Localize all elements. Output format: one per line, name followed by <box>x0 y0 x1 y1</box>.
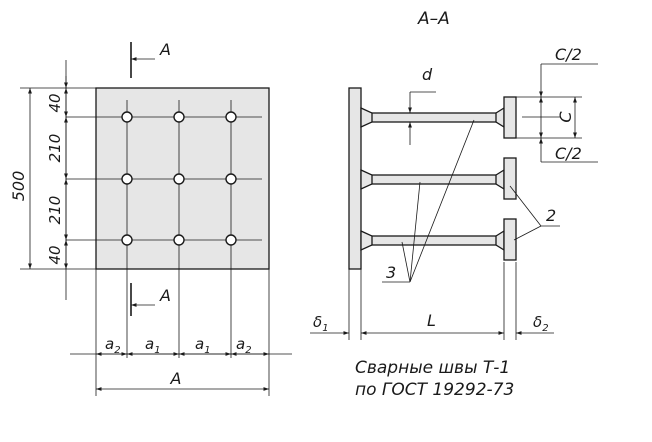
section-title: А–А <box>417 9 450 29</box>
dim-d-label: d <box>422 65 433 84</box>
vertical-dimensions: 500 40 210 210 40 <box>9 60 96 300</box>
dim-a1-left: a1 <box>145 335 161 356</box>
callout-2-label: 2 <box>546 206 556 225</box>
callout-3-label: 3 <box>386 263 396 282</box>
hole <box>173 234 185 246</box>
section-mark-top: А <box>130 40 171 78</box>
hole <box>121 173 133 185</box>
section-view: А–А d <box>310 9 598 400</box>
dim-a2-left: a2 <box>105 335 121 356</box>
dim-delta2: δ2 <box>533 313 549 334</box>
dim-a1-right: a1 <box>195 335 211 356</box>
callout-2: 2 <box>509 185 560 241</box>
dim-length: δ1 L δ2 <box>310 262 554 340</box>
horizontal-dimensions: a2 a1 a1 a2 A <box>70 269 292 396</box>
dim-d: d <box>408 65 436 145</box>
hole <box>173 111 185 123</box>
hole <box>173 173 185 185</box>
section-mark-bottom: А <box>130 283 171 316</box>
dim-40-bottom: 40 <box>46 245 64 264</box>
dim-40-top: 40 <box>46 93 64 112</box>
hole <box>225 173 237 185</box>
dim-210-a: 210 <box>46 134 64 163</box>
plate-front-view: А А 500 40 210 210 40 <box>9 40 292 396</box>
dim-total-height: 500 <box>9 171 28 202</box>
dim-c: C <box>556 111 575 123</box>
section-letter-top: А <box>159 40 171 59</box>
weld-note-line-2: по ГОСТ 19292-73 <box>355 380 514 400</box>
hole <box>225 234 237 246</box>
plate-section <box>348 87 362 270</box>
dim-c: C/2 C C/2 <box>516 45 598 163</box>
dim-210-b: 210 <box>46 196 64 225</box>
callout-3: 3 <box>382 119 475 283</box>
hole <box>225 111 237 123</box>
dim-total-width: A <box>170 369 182 388</box>
hole <box>121 234 133 246</box>
hole <box>121 111 133 123</box>
section-letter-bottom: А <box>159 286 171 305</box>
dim-a2-right: a2 <box>236 335 252 356</box>
anchor-rods <box>360 96 517 261</box>
dim-c-half-top: C/2 <box>555 45 582 64</box>
dim-c-half-bottom: C/2 <box>555 144 582 163</box>
weld-note-line-1: Сварные швы Т-1 <box>355 358 510 378</box>
dim-delta1: δ1 <box>313 313 329 334</box>
dim-length-label: L <box>427 311 436 330</box>
anchor-holes <box>121 111 237 246</box>
